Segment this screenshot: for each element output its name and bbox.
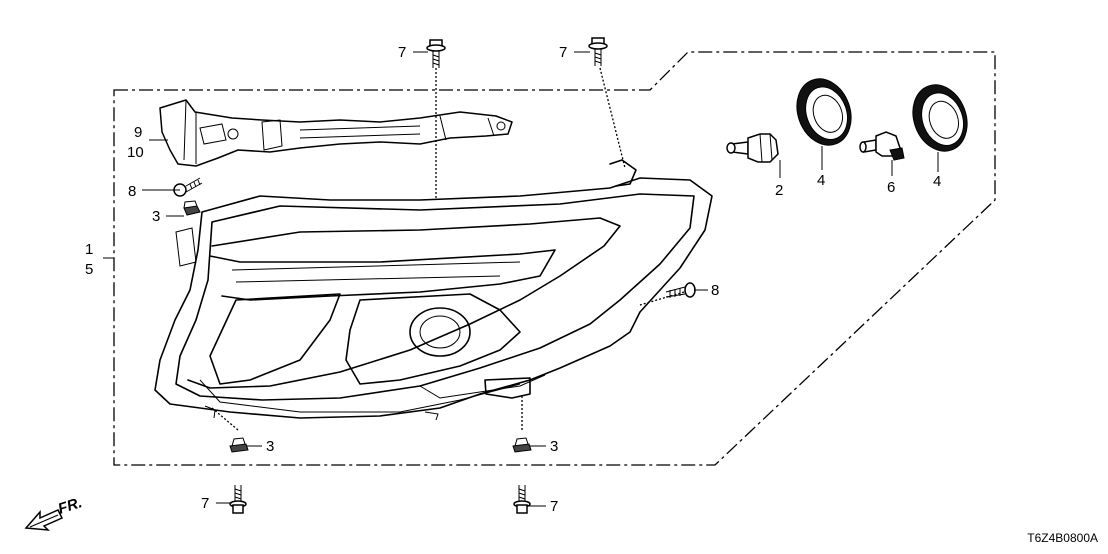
guide-line-bolt-right	[599, 67, 626, 169]
front-direction-arrow-icon	[24, 509, 64, 531]
label-part-4b: 4	[933, 173, 941, 190]
headlight-bracket	[159, 99, 513, 167]
label-part-5: 5	[85, 261, 93, 278]
headlight-housing	[154, 159, 713, 421]
bolt-icon	[588, 37, 608, 66]
label-part-10: 10	[127, 144, 144, 161]
label-part-3-bottom-left: 3	[266, 438, 274, 455]
bolt-icon	[426, 39, 446, 68]
guide-line-bottom-left	[211, 407, 239, 431]
dust-cap-icon	[912, 84, 968, 152]
label-part-9: 9	[134, 124, 142, 141]
label-part-3-bottom-right: 3	[550, 438, 558, 455]
screw-icon	[173, 177, 203, 197]
label-part-7-top-left: 7	[398, 44, 406, 61]
label-part-3-left: 3	[152, 208, 160, 225]
dust-cap-icon	[796, 78, 852, 146]
front-direction-label: FR.	[56, 494, 84, 518]
guide-line-screw-right	[639, 291, 685, 306]
label-part-7-top-right: 7	[559, 44, 567, 61]
assembly-boundary	[113, 51, 996, 466]
bolt-icon	[513, 485, 531, 514]
label-part-8-right: 8	[711, 282, 719, 299]
fog-bulb-icon	[859, 131, 905, 161]
label-part-2: 2	[775, 182, 783, 199]
label-part-4a: 4	[817, 172, 825, 189]
clip-icon	[183, 200, 201, 216]
label-part-7-bottom-left: 7	[201, 495, 209, 512]
bolt-icon	[229, 485, 247, 514]
label-part-6: 6	[887, 179, 895, 196]
headlight-bulb-icon	[726, 133, 779, 163]
label-part-8-left: 8	[128, 183, 136, 200]
clip-icon	[229, 437, 249, 453]
label-part-1: 1	[85, 241, 93, 258]
label-part-7-bottom-right: 7	[550, 498, 558, 515]
screw-icon	[665, 282, 696, 298]
diagram-code: T6Z4B0800A	[1027, 531, 1098, 545]
clip-icon	[512, 437, 532, 453]
